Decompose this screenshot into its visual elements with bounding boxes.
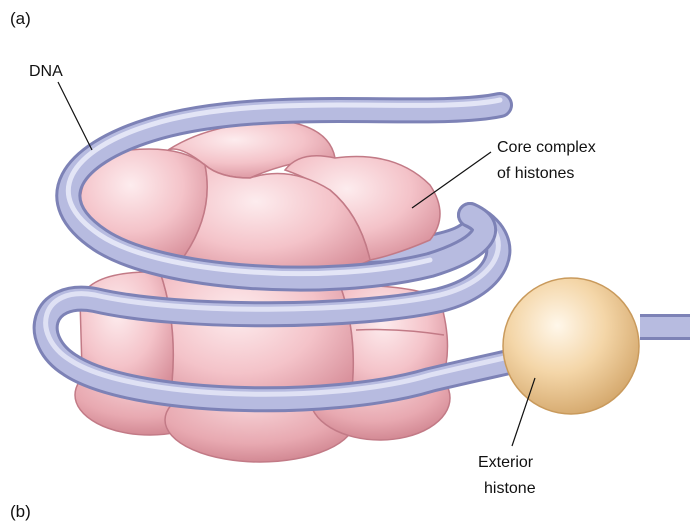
exterior-histone: [503, 278, 639, 414]
panel-a-label: (a): [10, 9, 31, 28]
core-complex-label-line1: Core complex: [497, 139, 596, 156]
panel-b-label: (b): [10, 502, 31, 521]
core-complex-label-line2: of histones: [497, 165, 574, 182]
exterior-histone-label-line2: histone: [484, 480, 536, 497]
exterior-histone-label-line1: Exterior: [478, 454, 534, 471]
dna-label: DNA: [29, 63, 63, 80]
